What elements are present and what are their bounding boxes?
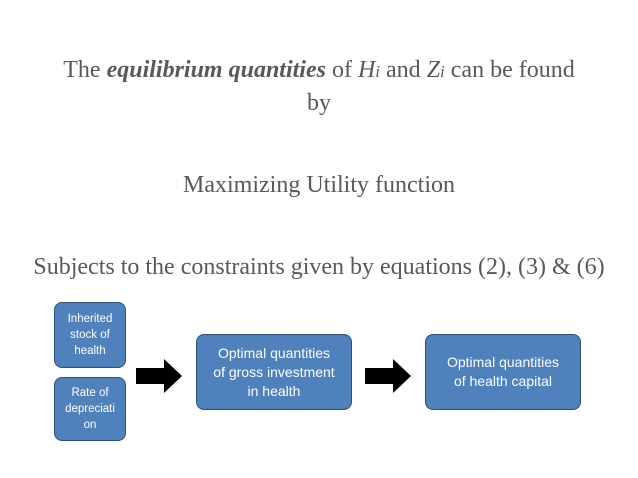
box-text-line: of health capital [453,373,553,389]
heading-line-2: by [307,90,331,116]
box-text-line: Inherited [67,313,113,325]
heading-line-3: Maximizing Utility function [183,172,455,198]
box-text-line: health [74,345,106,357]
heading-line-1: The equilibrium quantities of Hi and Zi … [63,57,575,83]
box-text-line: in health [247,382,301,399]
health-capital-box: Optimal quantities of health capital [425,334,581,410]
box-text-line: Optimal quantities [217,344,331,361]
variable-z: Z [426,57,441,83]
box-text-line: stock of [70,329,110,341]
box-text-line: Rate of [71,387,109,399]
box-text-line: on [83,419,97,431]
box-text-line: depreciati [65,403,115,415]
heading-line-4: Subjects to the constraints given by equ… [33,254,605,280]
depreciation-rate-box: Rate of depreciati on [54,377,126,441]
subscript-i: i [440,62,445,81]
subscript-i: i [375,62,381,81]
right-arrow-icon [365,359,411,393]
box-text-line: of gross investment [213,363,335,380]
emphasis-equilibrium-quantities: equilibrium quantities [106,57,326,83]
right-arrow-icon [136,359,182,393]
gross-investment-box: Optimal quantities of gross investment i… [196,334,352,410]
variable-h: H [357,57,376,83]
box-text-line: Optimal quantities [446,354,560,370]
inherited-stock-box: Inherited stock of health [54,302,126,368]
